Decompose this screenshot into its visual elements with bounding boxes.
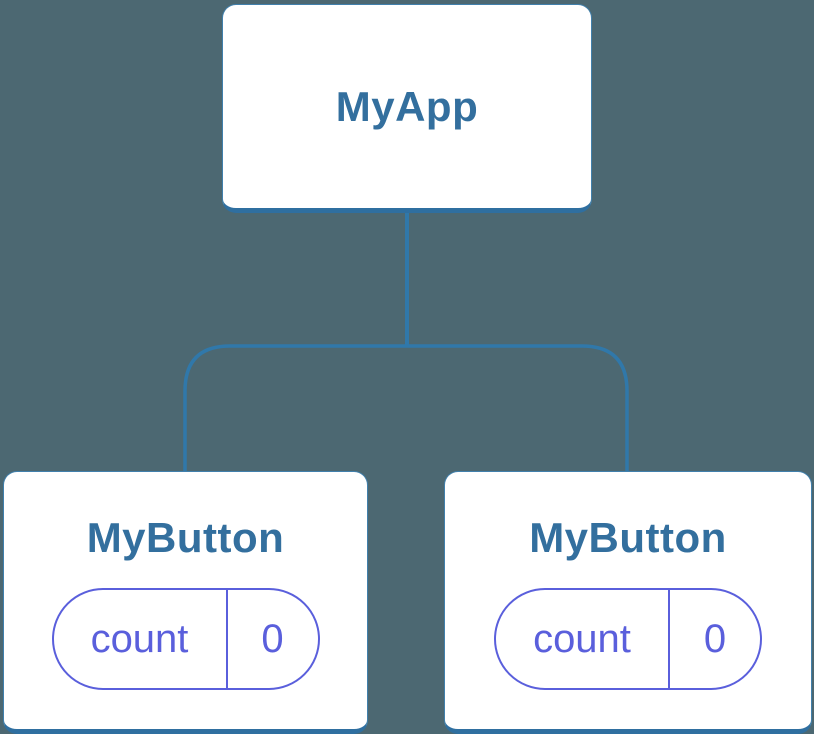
state-divider-2 — [668, 590, 670, 688]
node-label-mybutton-2: MyButton — [529, 514, 727, 561]
state-value-2: 0 — [703, 616, 727, 661]
state-pill-2: count 0 — [494, 588, 762, 690]
node-label-myapp: MyApp — [335, 82, 479, 130]
state-value-cell-2: 0 — [670, 590, 760, 688]
state-name-2: count — [533, 616, 631, 661]
state-name-cell-1: count — [54, 590, 226, 688]
node-label-mybutton-1: MyButton — [86, 514, 285, 561]
state-pill-1: count 0 — [51, 588, 320, 690]
state-value-1: 0 — [261, 616, 284, 661]
state-name-cell-2: count — [496, 590, 668, 688]
connector-bracket — [183, 344, 629, 476]
state-name-1: count — [90, 616, 189, 661]
component-node-mybutton-1: MyButton count 0 — [3, 471, 368, 734]
state-divider-1 — [225, 590, 228, 688]
component-node-mybutton-2: MyButton count 0 — [444, 471, 812, 734]
state-value-cell-1: 0 — [228, 590, 318, 688]
component-node-myapp: MyApp — [222, 4, 592, 213]
